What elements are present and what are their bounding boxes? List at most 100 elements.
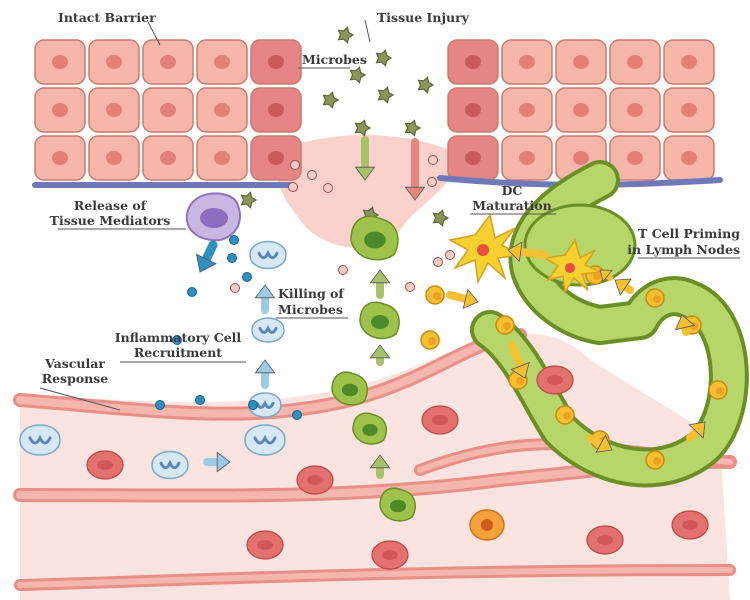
mast-cell bbox=[185, 192, 241, 242]
arrow-down-injury bbox=[404, 138, 426, 201]
microbe-icon bbox=[377, 86, 395, 104]
red-blood-cell-center bbox=[97, 460, 113, 470]
leukocyte-nucleus bbox=[255, 400, 275, 409]
cell-nucleus bbox=[268, 103, 284, 117]
inflamed-tissue-area bbox=[276, 135, 455, 249]
cell-nucleus bbox=[681, 151, 697, 165]
chemokine-dot bbox=[323, 183, 333, 193]
chemokine-dot bbox=[338, 265, 348, 275]
cell-nucleus bbox=[52, 103, 68, 117]
leukocyte-nucleus bbox=[258, 325, 278, 334]
microbe-icon bbox=[404, 119, 422, 137]
red-blood-cell-center bbox=[547, 375, 563, 385]
label-microbes: Microbes bbox=[302, 52, 367, 67]
leukocyte-nucleus bbox=[257, 249, 279, 260]
chemokine-dot bbox=[290, 160, 300, 170]
label-inflam-1: Inflammatory Cell bbox=[115, 330, 242, 345]
cell-nucleus bbox=[519, 151, 535, 165]
arrow-recruit-2 bbox=[254, 284, 276, 314]
cell-nucleus bbox=[465, 55, 481, 69]
red-blood-cell-center bbox=[682, 520, 698, 530]
leukocyte-nucleus bbox=[159, 459, 181, 470]
microbe-icon bbox=[375, 49, 393, 67]
chemokine-dot bbox=[288, 182, 298, 192]
t-cell-nucleus bbox=[653, 295, 661, 303]
chemokine-dot bbox=[307, 170, 317, 180]
red-blood-cells-group bbox=[86, 365, 709, 570]
cell-nucleus bbox=[681, 55, 697, 69]
cell-nucleus bbox=[627, 151, 643, 165]
arrow-recruit-1 bbox=[254, 359, 276, 389]
label-tissue-injury: Tissue Injury bbox=[377, 10, 470, 25]
red-blood-cell-center bbox=[307, 475, 323, 485]
dendritic-cell-mature bbox=[447, 213, 523, 285]
label-intact-barrier: Intact Barrier bbox=[58, 10, 156, 25]
label-release-1: Release of bbox=[74, 198, 148, 213]
leader-vascular bbox=[39, 387, 121, 411]
t-cell-nucleus bbox=[653, 457, 661, 465]
cell-nucleus bbox=[465, 151, 481, 165]
leader-intact-barrier bbox=[147, 21, 161, 46]
t-cell-nucleus bbox=[716, 387, 724, 395]
microbe-icon bbox=[432, 209, 450, 227]
label-inflam-2: Recruitment bbox=[134, 345, 222, 360]
mediator-dots-group bbox=[155, 155, 455, 420]
label-dc-2: Maturation bbox=[472, 198, 551, 213]
label-release-2: Tissue Mediators bbox=[50, 213, 171, 228]
t-cell-nucleus bbox=[516, 377, 524, 385]
cell-nucleus bbox=[214, 55, 230, 69]
epithelium-right bbox=[447, 39, 715, 181]
cell-nucleus bbox=[106, 151, 122, 165]
leukocyte-nucleus bbox=[28, 434, 52, 445]
cell-nucleus bbox=[681, 103, 697, 117]
mediator-dot bbox=[195, 395, 205, 405]
chemokine-dot bbox=[230, 283, 240, 293]
leukocyte-nucleus bbox=[253, 434, 277, 445]
arrow-kill-3 bbox=[369, 454, 391, 479]
cell-nucleus bbox=[627, 55, 643, 69]
label-vascular-1: Vascular bbox=[44, 356, 105, 371]
microbe-icon bbox=[354, 119, 372, 137]
t-cell-nucleus bbox=[433, 292, 441, 300]
macrophage-nucleus bbox=[389, 499, 407, 513]
t-cells-group bbox=[420, 265, 728, 470]
chemokine-dot bbox=[427, 177, 437, 187]
cell-nucleus bbox=[52, 151, 68, 165]
red-blood-cell-center bbox=[597, 535, 613, 545]
cell-nucleus bbox=[106, 55, 122, 69]
epithelium-left bbox=[34, 39, 302, 181]
mediator-dot bbox=[292, 410, 302, 420]
microbe-icon bbox=[349, 66, 367, 84]
t-cell-nucleus bbox=[503, 322, 511, 330]
leader-tissue-injury bbox=[364, 19, 371, 43]
chemokine-dot bbox=[405, 282, 415, 292]
macrophage-nucleus bbox=[341, 383, 359, 397]
microbe-icon bbox=[322, 91, 340, 109]
arrow-kill-1 bbox=[369, 344, 391, 366]
cell-nucleus bbox=[519, 55, 535, 69]
microbe-icon bbox=[240, 191, 258, 209]
arrow-lymph-4 bbox=[674, 314, 696, 336]
arrow-lymph-3 bbox=[686, 421, 706, 442]
t-cell-nucleus bbox=[428, 337, 436, 345]
arrow-lymph-1 bbox=[508, 341, 530, 379]
arrow-dc-to-lymph bbox=[446, 288, 479, 309]
mediator-dot bbox=[227, 253, 237, 263]
arrow-mediator-release bbox=[195, 240, 218, 273]
cell-nucleus bbox=[160, 151, 176, 165]
mediator-dot bbox=[155, 400, 165, 410]
label-tcell-2: in Lymph Nodes bbox=[627, 242, 740, 257]
cell-nucleus bbox=[519, 103, 535, 117]
cell-nucleus bbox=[160, 55, 176, 69]
macrophage-nucleus bbox=[362, 424, 378, 436]
cell-nucleus bbox=[465, 103, 481, 117]
cell-nucleus bbox=[214, 151, 230, 165]
t-cell-nucleus bbox=[563, 412, 571, 420]
granulocyte-nucleus bbox=[481, 519, 493, 531]
chemokine-dot bbox=[428, 155, 438, 165]
red-blood-cell-center bbox=[382, 550, 398, 560]
label-tcell-1: T Cell Priming bbox=[638, 226, 740, 241]
cell-nucleus bbox=[573, 55, 589, 69]
arrow-lymph-2 bbox=[586, 434, 613, 453]
